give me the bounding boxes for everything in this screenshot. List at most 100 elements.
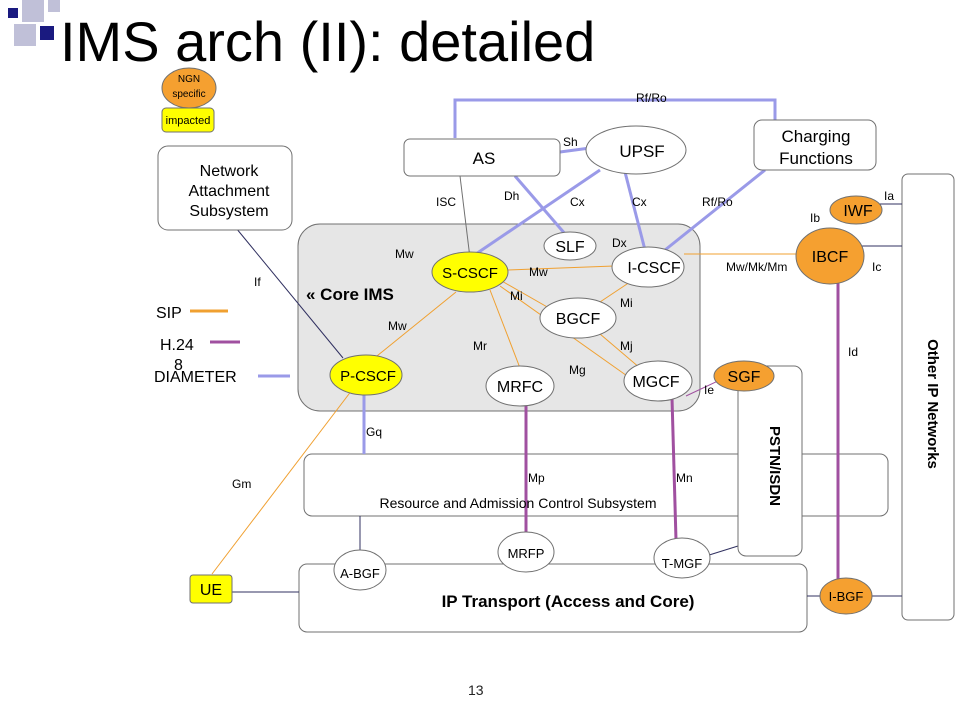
if-mwmkmm: Mw/Mk/Mm xyxy=(726,260,787,274)
rfro-icscf-line xyxy=(664,168,766,252)
mrfc-label: MRFC xyxy=(497,379,543,396)
sh-line xyxy=(559,146,591,154)
rfro-top-line xyxy=(453,98,777,138)
if-cx1: Cx xyxy=(570,195,585,209)
if-mw2: Mw xyxy=(529,265,548,279)
other-ip-label: Other IP Networks xyxy=(924,339,941,469)
racs-label: Resource and Admission Control Subsystem xyxy=(379,495,656,511)
slf-label: SLF xyxy=(555,239,585,256)
as-label: AS xyxy=(473,149,496,168)
diameter-legend-label: DIAMETER xyxy=(154,369,237,386)
if-dx: Dx xyxy=(612,236,627,250)
slf-node xyxy=(543,231,597,261)
pstn-label: PSTN/ISDN xyxy=(766,426,783,506)
title-square-3 xyxy=(48,0,60,12)
if-mr: Mr xyxy=(473,339,487,353)
isc-line xyxy=(459,175,471,259)
nass-label-3: Subsystem xyxy=(189,203,268,220)
charging-label-1: Charging xyxy=(782,127,851,146)
cx-scscf-line xyxy=(469,168,601,260)
ngn-specific-label-2: specific xyxy=(172,89,205,100)
title-square-1 xyxy=(8,8,18,18)
nass-label-2: Attachment xyxy=(189,183,270,200)
as-box xyxy=(403,138,561,177)
if-rfro2: Rf/Ro xyxy=(702,195,733,209)
sip-icscf-bgcf xyxy=(599,281,631,303)
charging-box xyxy=(753,119,877,171)
mgcf-label: MGCF xyxy=(632,374,679,391)
upsf-label: UPSF xyxy=(619,142,664,161)
if-cx2: Cx xyxy=(632,195,647,209)
bgcf-node xyxy=(539,297,617,339)
pcscf-label: P-CSCF xyxy=(340,368,396,385)
if-ie: Ie xyxy=(704,383,714,397)
cx-icscf-line xyxy=(623,171,647,251)
title-square-4 xyxy=(14,24,36,46)
sip-legend-label: SIP xyxy=(156,305,182,322)
if-mj: Mj xyxy=(620,339,633,353)
if-mg: Mg xyxy=(569,363,586,377)
mrfc-node xyxy=(485,365,555,407)
icscf-label: I-CSCF xyxy=(627,260,681,277)
h248-legend-label-2: 8 xyxy=(174,357,183,374)
if-dh: Dh xyxy=(504,189,519,203)
abgf-label: A-BGF xyxy=(340,566,380,581)
mrfp-node xyxy=(497,531,555,573)
ue-node xyxy=(189,574,233,604)
sip-bgcf-mgcf xyxy=(599,333,641,369)
tmgf-label: T-MGF xyxy=(662,556,702,571)
page-number: 13 xyxy=(468,682,484,698)
if-ic: Ic xyxy=(872,260,881,274)
ue-label: UE xyxy=(200,582,222,599)
bgcf-label: BGCF xyxy=(556,311,601,328)
ibgf-node xyxy=(819,577,873,615)
tmgf-node xyxy=(653,537,711,579)
if-id: Id xyxy=(848,345,858,359)
pstn-box xyxy=(737,365,803,557)
sip-scscf-pcscf xyxy=(371,291,457,361)
if-mw3: Mw xyxy=(388,319,407,333)
if-gq: Gq xyxy=(366,425,382,439)
if-mi2: Mi xyxy=(620,296,633,310)
if-mi1: Mi xyxy=(510,289,523,303)
sip-scscf-icscf xyxy=(507,265,615,271)
icscf-node xyxy=(611,246,685,288)
dh-line xyxy=(513,175,568,236)
scscf-label: S-CSCF xyxy=(442,265,498,282)
ibcf-label: IBCF xyxy=(812,249,849,266)
if-mp: Mp xyxy=(528,471,545,485)
if-ib: Ib xyxy=(810,211,820,225)
title-square-2 xyxy=(22,0,44,22)
nass-box xyxy=(157,145,293,231)
if-isc: ISC xyxy=(436,195,456,209)
scscf-node xyxy=(431,251,509,293)
if-sh: Sh xyxy=(563,135,578,149)
pstn-tmgf-line xyxy=(705,545,739,557)
if-mw1: Mw xyxy=(395,247,414,261)
iwf-node xyxy=(829,195,883,225)
other-ip-networks-box xyxy=(901,173,955,621)
charging-label-2: Functions xyxy=(779,149,853,168)
pcscf-node xyxy=(329,354,403,396)
ip-transport-label: IP Transport (Access and Core) xyxy=(442,592,695,611)
sgf-label: SGF xyxy=(728,369,761,386)
ibgf-label: I-BGF xyxy=(829,589,864,604)
mn-line xyxy=(670,397,678,541)
if-mn: Mn xyxy=(676,471,693,485)
nass-label-1: Network xyxy=(200,163,260,180)
mgcf-node xyxy=(623,360,693,402)
ip-transport-box xyxy=(298,563,808,633)
core-ims-label: « Core IMS xyxy=(306,285,394,304)
upsf-node xyxy=(585,125,687,175)
if-if: If xyxy=(254,275,261,289)
ngn-specific-label-1: NGN xyxy=(178,74,200,85)
if-rfro-top: Rf/Ro xyxy=(636,91,667,105)
abgf-node xyxy=(333,549,387,591)
sip-scscf-mrfc xyxy=(489,289,521,369)
sgf-node xyxy=(713,360,775,392)
core-ims-box xyxy=(297,223,701,412)
mrfp-label: MRFP xyxy=(508,546,545,561)
if-line xyxy=(235,227,344,359)
title-square-5 xyxy=(40,26,54,40)
